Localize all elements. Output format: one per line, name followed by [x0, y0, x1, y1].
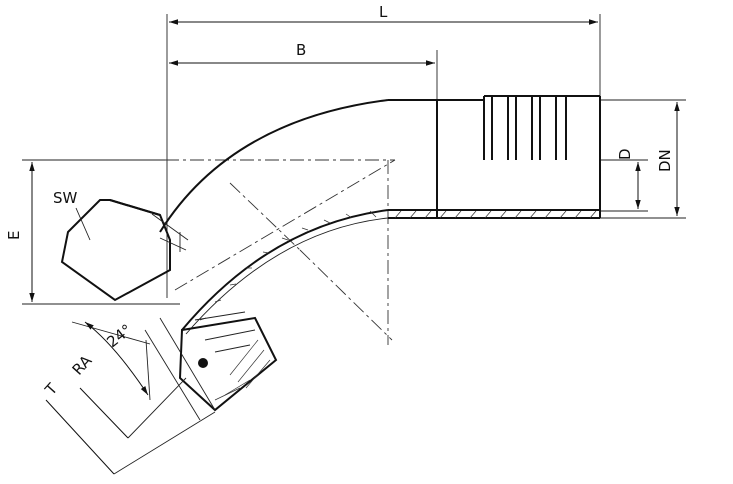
- swivel-nut-section: [144, 311, 278, 421]
- label-SW-group: SW: [53, 189, 91, 241]
- dimension-RA: RA: [69, 351, 187, 439]
- label-L: L: [379, 3, 388, 21]
- label-T: T: [41, 379, 62, 399]
- label-E: E: [5, 231, 23, 240]
- dimension-D: D: [600, 148, 648, 212]
- center-lines: [165, 159, 396, 345]
- label-D: D: [616, 148, 634, 160]
- label-B: B: [296, 41, 306, 59]
- pipe-bend: [159, 99, 600, 335]
- dimension-L: L: [166, 3, 601, 298]
- label-RA: RA: [69, 351, 96, 379]
- label-DN: DN: [656, 149, 674, 172]
- hex-nut: [60, 199, 189, 302]
- o-ring: [198, 358, 208, 368]
- label-angle: 24°: [103, 321, 135, 352]
- dimension-B: B: [169, 41, 438, 100]
- dimension-E: E: [5, 159, 180, 305]
- hose-tail: [394, 95, 601, 219]
- dimension-DN: DN: [600, 99, 686, 219]
- label-SW: SW: [53, 189, 78, 207]
- dimension-T: T: [41, 379, 216, 475]
